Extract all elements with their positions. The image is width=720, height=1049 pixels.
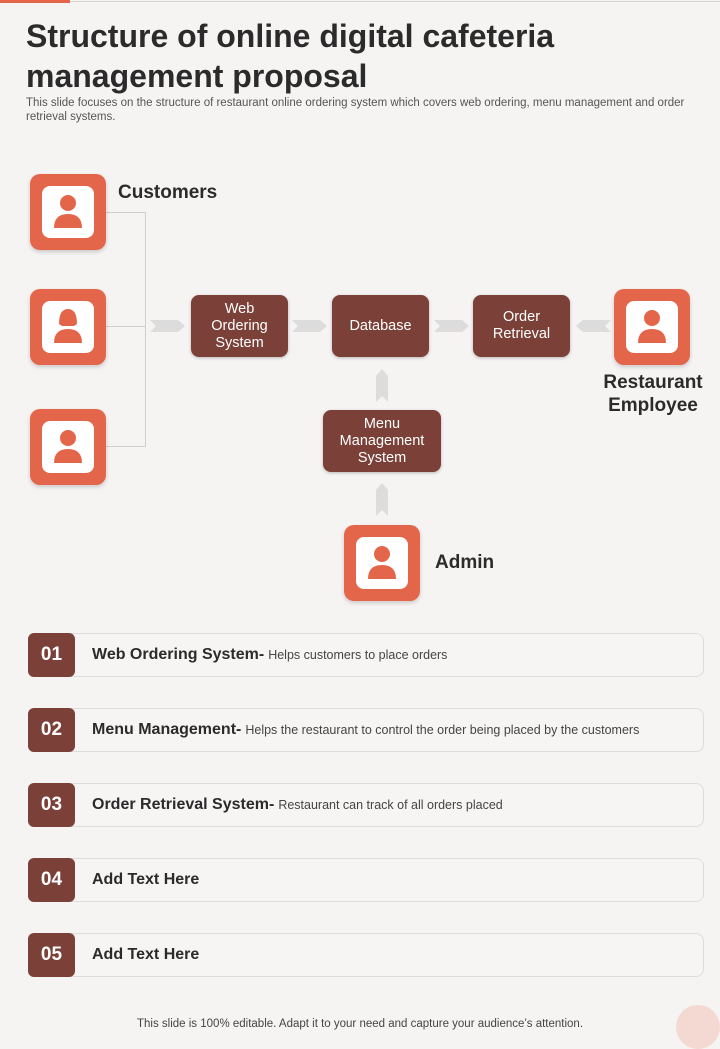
node-database: Database	[332, 295, 429, 357]
item-heading: Add Text Here	[92, 946, 200, 963]
customer-avatar-3	[30, 409, 106, 485]
footer-note: This slide is 100% editable. Adapt it to…	[136, 1018, 584, 1030]
item-description: Restaurant can track of all orders place…	[278, 798, 503, 812]
page-subtitle: This slide focuses on the structure of r…	[26, 97, 685, 123]
item-number: 01	[28, 633, 75, 677]
list-item: 05 Add Text Here	[28, 933, 704, 977]
admin-avatar	[344, 525, 420, 601]
user-icon	[54, 195, 82, 228]
arrow-left-icon	[576, 320, 611, 332]
item-heading: Order Retrieval System-	[92, 796, 275, 813]
arrow-right-icon	[434, 320, 469, 332]
item-description: Helps customers to place orders	[268, 648, 448, 662]
divider-line	[70, 1, 720, 2]
item-number: 03	[28, 783, 75, 827]
item-heading: Add Text Here	[92, 871, 200, 888]
user-icon	[54, 430, 82, 463]
list-item: 04 Add Text Here	[28, 858, 704, 902]
user-icon	[368, 546, 396, 579]
list-item: 03 Order Retrieval System-Restaurant can…	[28, 783, 704, 827]
item-description: Helps the restaurant to control the orde…	[245, 723, 640, 737]
customer-connector-bottom	[106, 446, 146, 447]
customer-connector-vertical	[145, 212, 146, 447]
customers-label: Customers	[118, 182, 218, 203]
item-number: 02	[28, 708, 75, 752]
customer-connector-middle	[106, 326, 146, 327]
page-title: Structure of online digital cafeteria ma…	[26, 18, 555, 94]
accent-stripe	[0, 0, 70, 3]
item-heading: Web Ordering System-	[92, 646, 265, 663]
arrow-up-icon	[376, 483, 388, 516]
arrow-right-icon	[150, 320, 185, 332]
item-number: 04	[28, 858, 75, 902]
customer-connector-top	[106, 212, 146, 213]
user-icon	[638, 310, 666, 343]
employee-avatar	[614, 289, 690, 365]
admin-label: Admin	[435, 552, 495, 573]
user-female-icon	[54, 309, 82, 343]
corner-decoration	[676, 1005, 720, 1049]
customer-avatar-2	[30, 289, 106, 365]
arrow-right-icon	[292, 320, 327, 332]
arrow-up-icon	[376, 369, 388, 402]
list-item: 01 Web Ordering System-Helps customers t…	[28, 633, 704, 677]
top-accent-bar	[0, 0, 720, 7]
list-item: 02 Menu Management-Helps the restaurant …	[28, 708, 704, 752]
item-heading: Menu Management-	[92, 721, 242, 738]
item-number: 05	[28, 933, 75, 977]
customer-avatar-1	[30, 174, 106, 250]
